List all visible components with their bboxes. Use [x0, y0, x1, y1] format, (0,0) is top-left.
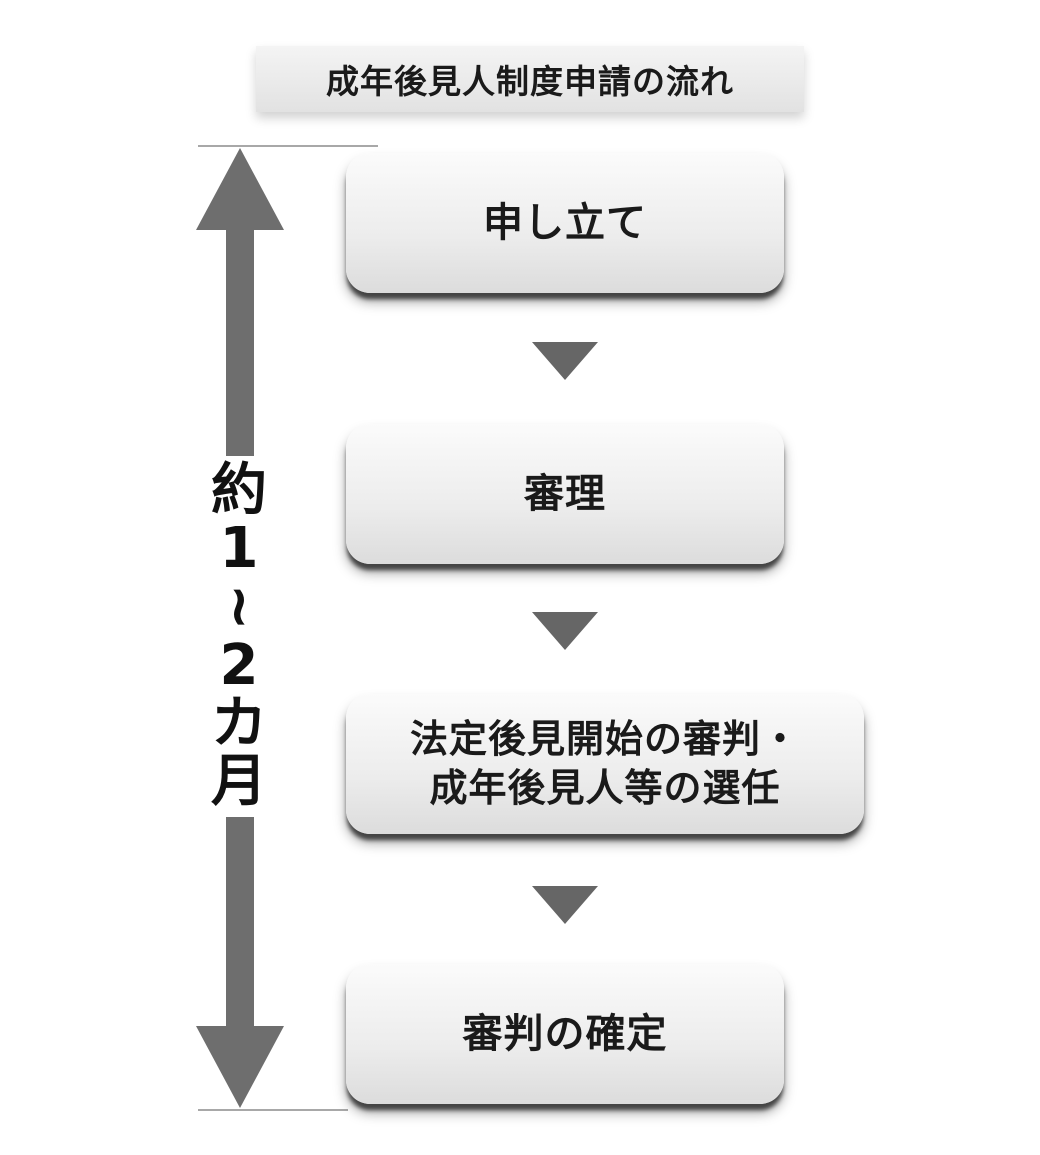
down-arrow-icon: [532, 342, 598, 380]
step-box-hearing: 審理: [346, 424, 784, 564]
step-label: 申し立て: [483, 200, 647, 246]
duration-char-ka: カ: [211, 690, 267, 756]
down-arrow-icon: [532, 886, 598, 924]
duration-label: 約 1 ~ 2 カ 月: [196, 456, 282, 818]
step-label-line-1: 法定後見開始の審判・: [409, 717, 800, 762]
duration-char-two: 2: [219, 632, 259, 698]
step-box-filing: 申し立て: [346, 153, 784, 293]
step-box-judgment-final: 審判の確定: [346, 964, 784, 1104]
step-label: 審理: [524, 471, 606, 517]
step-label: 審判の確定: [462, 1011, 668, 1057]
diagram-title: 成年後見人制度申請の流れ: [326, 62, 734, 101]
step-box-judgment-appointment: 法定後見開始の審判・ 成年後見人等の選任: [346, 694, 864, 834]
down-arrow-icon: [532, 612, 598, 650]
duration-char-tilde: ~: [207, 584, 273, 632]
duration-bottom-guide-line: [198, 1109, 348, 1111]
duration-char-month: 月: [211, 749, 267, 815]
duration-top-guide-line: [198, 145, 378, 147]
duration-char-one: 1: [219, 516, 259, 582]
duration-char-approx: 約: [211, 458, 267, 523]
step-label-line-2: 成年後見人等の選任: [429, 766, 781, 810]
diagram-title-box: 成年後見人制度申請の流れ: [256, 46, 804, 112]
